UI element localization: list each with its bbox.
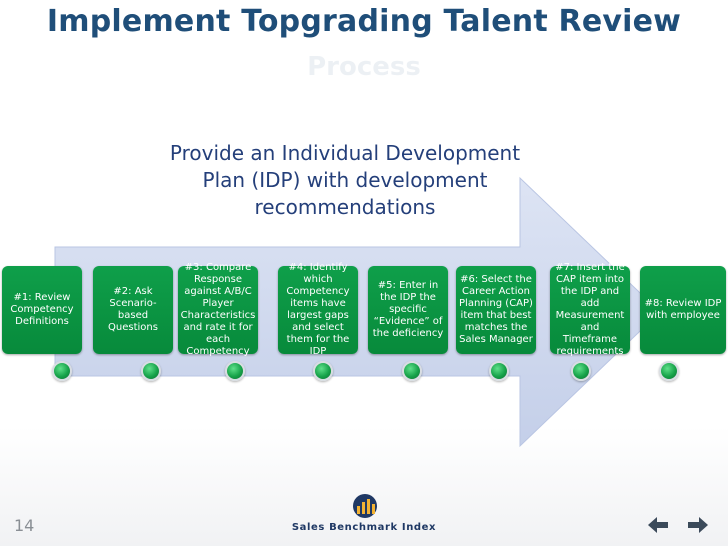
logo-text: Sales Benchmark Index <box>291 522 437 533</box>
step-dot-3 <box>225 361 245 381</box>
step-box-5: #5: Enter in the IDP the specific “Evide… <box>368 266 448 354</box>
step-box-7: #7: Insert the CAP item into the IDP and… <box>550 262 630 357</box>
slide-subtitle: Provide an Individual Development Plan (… <box>169 141 521 219</box>
page-number: 14 <box>14 516 35 535</box>
step-box-4: #4: Identify which Competency items have… <box>278 262 358 357</box>
step-box-3: #3: Compare Response against A/B/C Playe… <box>178 262 258 357</box>
step-dot-5 <box>402 361 422 381</box>
step-dot-4 <box>313 361 333 381</box>
step-box-8: #8: Review IDP with employee <box>640 266 726 354</box>
step-dot-7 <box>571 361 591 381</box>
slide-title-overflow: Process <box>307 52 421 82</box>
step-box-2: #2: Ask Scenario-based Questions <box>93 266 173 354</box>
step-dot-1 <box>52 361 72 381</box>
step-box-6: #6: Select the Career Action Planning (C… <box>456 266 536 354</box>
step-dot-2 <box>141 361 161 381</box>
step-dot-6 <box>489 361 509 381</box>
step-box-1: #1: Review Competency Definitions <box>2 266 82 354</box>
step-dot-8 <box>659 361 679 381</box>
sbi-logo-icon <box>353 494 377 518</box>
prev-slide-button[interactable] <box>646 515 670 535</box>
next-slide-button[interactable] <box>686 515 710 535</box>
slide-title: Implement Topgrading Talent Review <box>46 4 682 39</box>
